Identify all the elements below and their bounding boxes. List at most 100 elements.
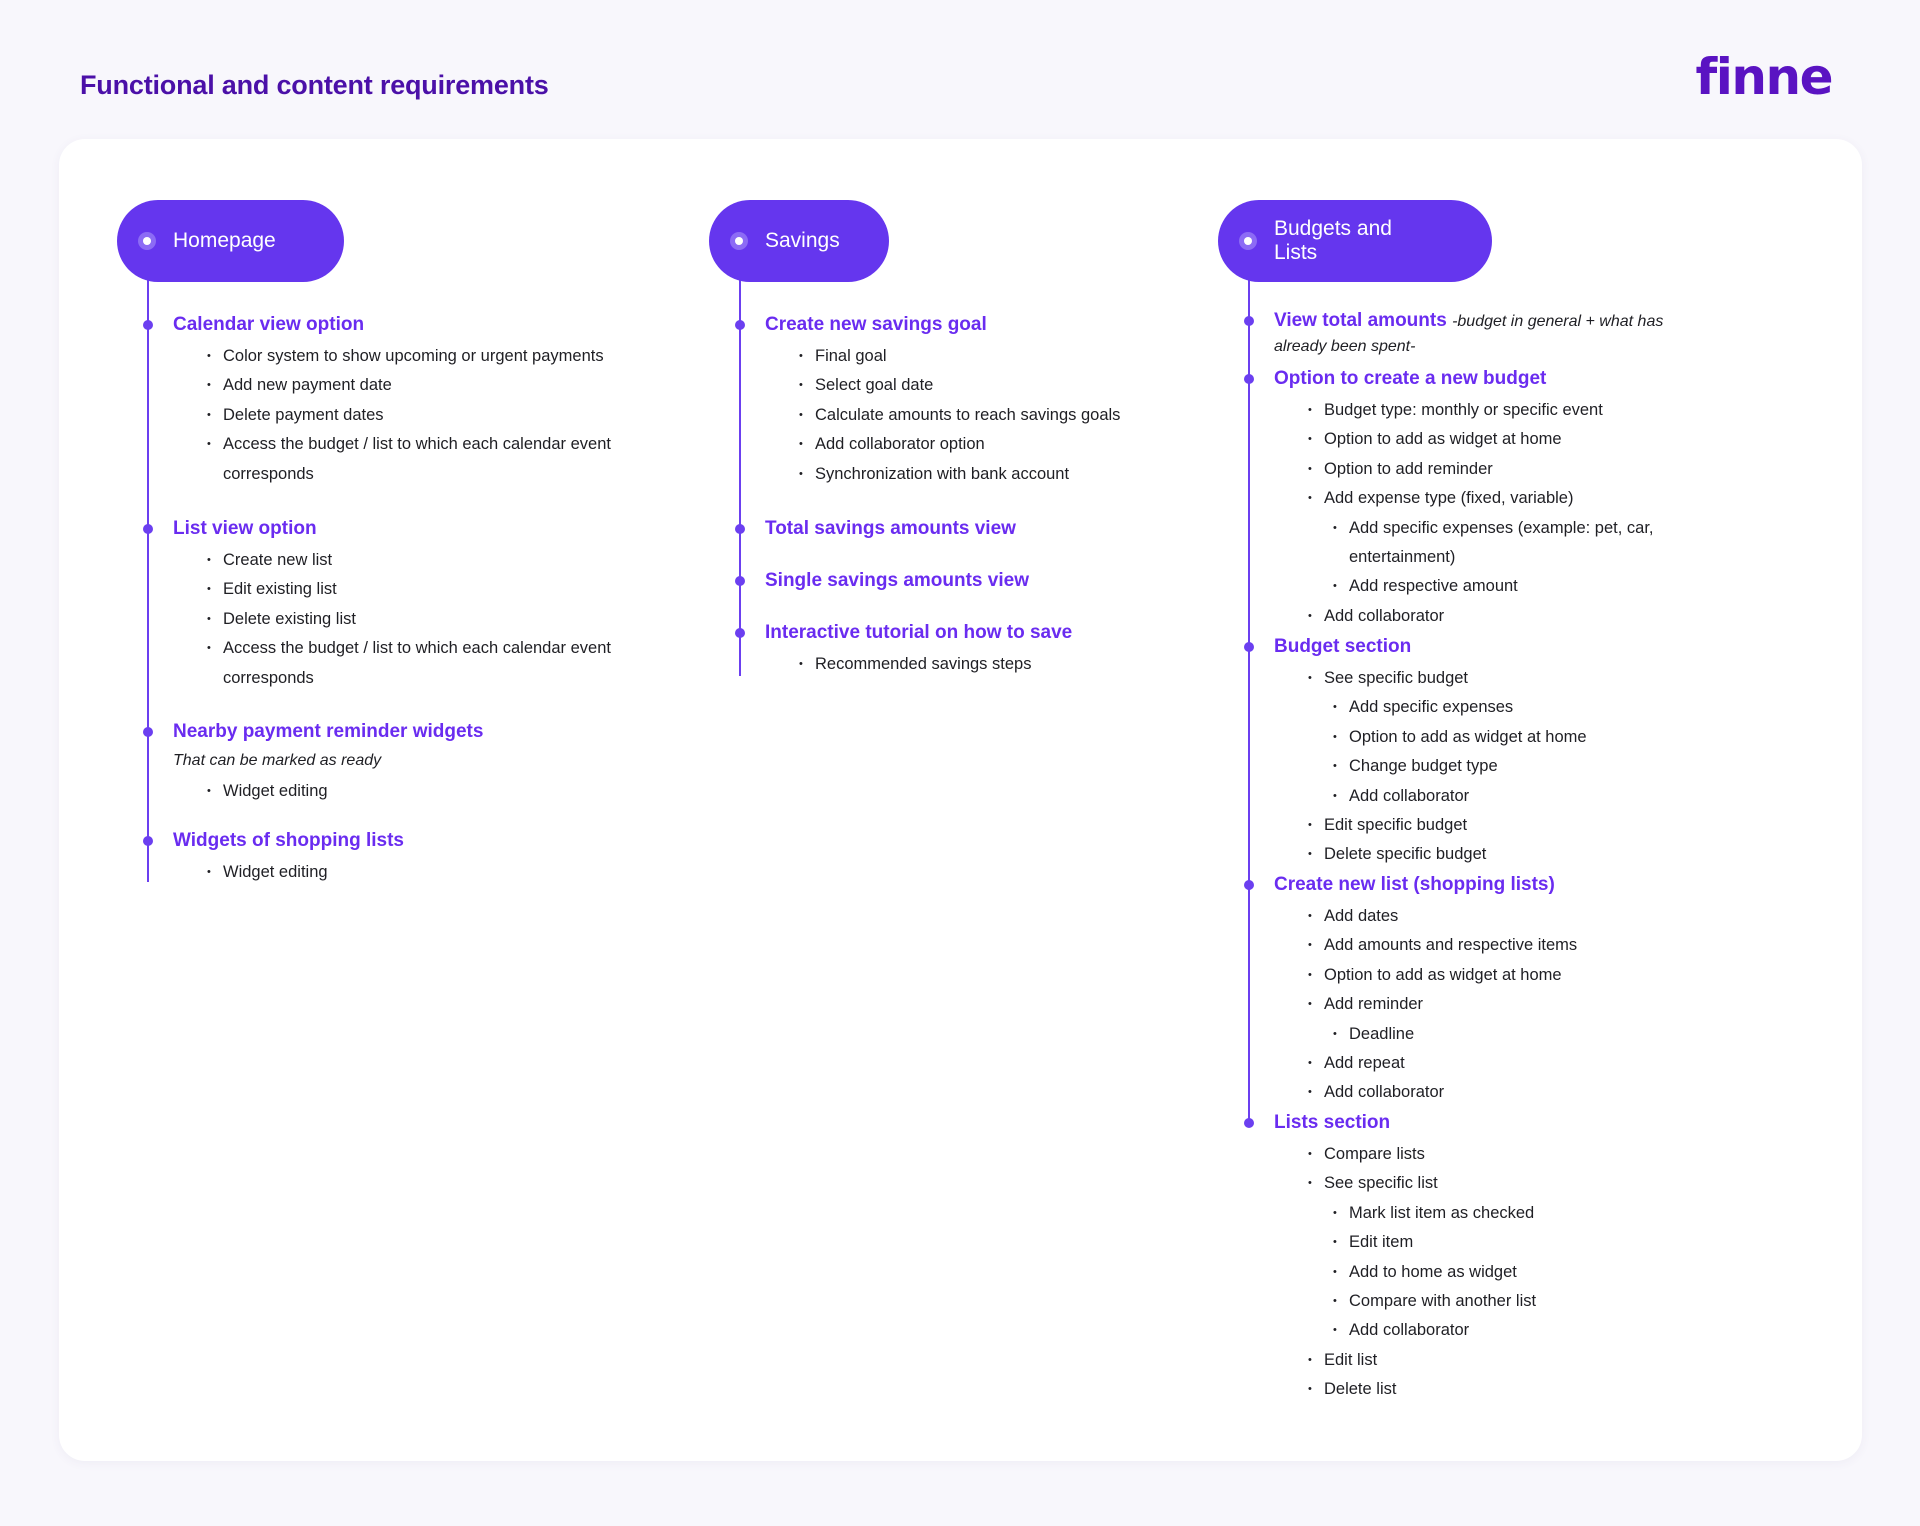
timeline-dot-icon [735,576,745,586]
timeline-dot-icon [143,727,153,737]
item-list: Compare lists See specific list Mark lis… [1274,1140,1536,1405]
category-pill-budgets-lists: Budgets and Lists [1218,200,1492,282]
list-item: Add reminder [1274,990,1577,1020]
list-item: Add repeat [1274,1049,1577,1079]
item-list: Budget type: monthly or specific event O… [1274,396,1654,632]
timeline-dot-icon [1244,642,1254,652]
list-item: Widget editing [173,858,328,888]
category-label: Budgets and Lists [1274,217,1392,264]
list-item: Option to add as widget at home [1274,723,1587,753]
list-item: Compare lists [1274,1140,1536,1170]
category-label: Savings [765,229,840,252]
section-title-text: View total amounts [1274,310,1447,331]
category-pill-homepage: Homepage [117,200,344,282]
list-item: Access the budget / list to which each c… [173,430,611,460]
section-note: -budget in general + what has [1452,313,1664,330]
section-title: Interactive tutorial on how to save [765,622,1073,643]
item-list: Color system to show upcoming or urgent … [173,342,611,489]
timeline-dot-icon [735,524,745,534]
item-list: Final goal Select goal date Calculate am… [765,342,1120,489]
list-item: entertainment) [1349,548,1456,567]
list-item: Add collaborator [1274,1078,1577,1108]
section-title: Create new list (shopping lists) [1274,874,1555,895]
finne-logo: finne [1695,48,1834,106]
section-title: Lists section [1274,1112,1391,1133]
list-item: Calculate amounts to reach savings goals [765,401,1120,431]
section-title: Widgets of shopping lists [173,830,404,851]
pill-dot-icon [1239,232,1257,250]
list-item: corresponds [223,464,314,483]
list-item: Delete specific budget [1274,840,1587,870]
section-title: Nearby payment reminder widgets [173,721,484,742]
list-item: Add amounts and respective items [1274,931,1577,961]
list-item: Edit existing list [173,575,611,605]
column-savings: Savings Create new savings goal Final go… [709,200,1189,680]
column-homepage: Homepage Calendar view option Color syst… [117,200,697,888]
list-item: Recommended savings steps [765,650,1031,680]
section-title: Total savings amounts view [765,518,1016,539]
list-item: See specific list [1274,1169,1536,1199]
section-title: Budget section [1274,636,1412,657]
list-item: Option to add as widget at home [1274,961,1577,991]
list-item: Widget editing [173,777,328,807]
timeline-dot-icon [1244,374,1254,384]
timeline-line [1248,242,1250,1125]
section-note: That can be marked as ready [173,752,382,769]
list-item: Add collaborator option [765,430,1120,460]
list-item: Add dates [1274,902,1577,932]
list-item: Delete payment dates [173,401,611,431]
section-title: Option to create a new budget [1274,368,1547,389]
timeline-line [147,242,149,882]
item-list: Create new list Edit existing list Delet… [173,546,611,693]
timeline-dot-icon [143,320,153,330]
category-pill-savings: Savings [709,200,889,282]
list-item: Add expense type (fixed, variable) [1274,484,1654,514]
timeline-dot-icon [735,628,745,638]
list-item: Option to add as widget at home [1274,425,1654,455]
timeline-dot-icon [735,320,745,330]
item-list: See specific budget Add specific expense… [1274,664,1587,870]
timeline-dot-icon [1244,880,1254,890]
list-item: Add specific expenses [1274,693,1587,723]
list-item: Add collaborator [1274,602,1654,632]
timeline-dot-icon [143,524,153,534]
list-item: Compare with another list [1274,1287,1536,1317]
column-budgets-lists: Budgets and Lists View total amounts -bu… [1218,200,1778,1405]
list-item: Add to home as widget [1274,1258,1536,1288]
list-item: Final goal [765,342,1120,372]
item-list: Recommended savings steps [765,650,1031,680]
list-item: Add respective amount [1274,572,1654,602]
timeline-dot-icon [1244,1118,1254,1128]
list-item: Add collaborator [1274,1316,1536,1346]
list-item: Create new list [173,546,611,576]
item-list: Widget editing [173,777,328,807]
timeline-dot-icon [1244,316,1254,326]
list-item: Option to add reminder [1274,455,1654,485]
list-item: Add collaborator [1274,782,1587,812]
section-note-continued: already been spent- [1274,338,1416,355]
list-item: Delete list [1274,1375,1536,1405]
list-item: See specific budget [1274,664,1587,694]
list-item: Edit specific budget [1274,811,1587,841]
list-item: Edit list [1274,1346,1536,1376]
list-item: Color system to show upcoming or urgent … [173,342,611,372]
timeline-dot-icon [143,836,153,846]
category-label: Homepage [173,229,276,252]
page-title: Functional and content requirements [80,70,549,100]
list-item: Delete existing list [173,605,611,635]
list-item: corresponds [223,668,314,687]
list-item: Select goal date [765,371,1120,401]
list-item: Add new payment date [173,371,611,401]
timeline-line [739,242,741,676]
pill-dot-icon [138,232,156,250]
list-item: Add specific expenses (example: pet, car… [1274,514,1654,544]
section-title: Single savings amounts view [765,570,1029,591]
list-item: Mark list item as checked [1274,1199,1536,1229]
list-item: Change budget type [1274,752,1587,782]
list-item: Deadline [1274,1020,1577,1050]
pill-dot-icon [730,232,748,250]
section-title: Calendar view option [173,314,365,335]
list-item: Synchronization with bank account [765,460,1120,490]
list-item: Access the budget / list to which each c… [173,634,611,664]
section-title: View total amounts -budget in general + … [1274,308,1663,335]
